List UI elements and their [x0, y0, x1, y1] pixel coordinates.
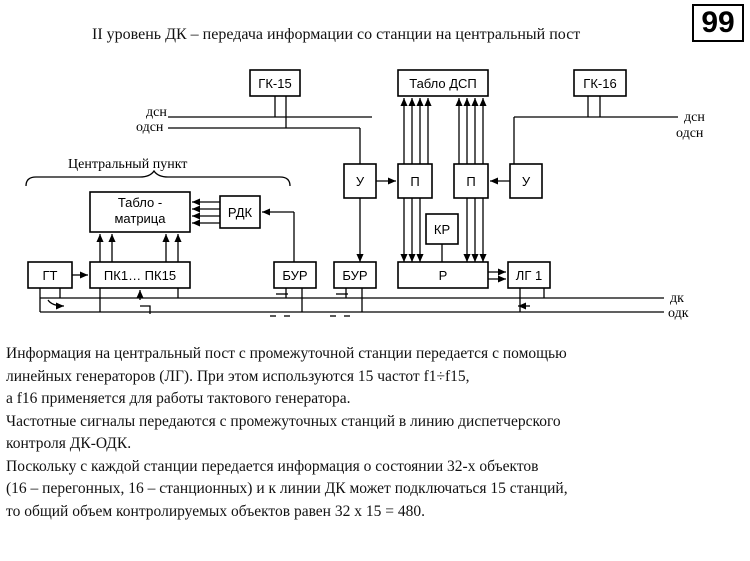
- rdk-label: РДК: [228, 205, 253, 220]
- tablo-matrix-line2: матрица: [114, 211, 166, 226]
- block-diagram: ГК-15 Табло ДСП ГК-16 дсн одсн дсн одсн …: [25, 69, 705, 321]
- paragraph-line: (16 – перегонных, 16 – станционных) и к …: [6, 480, 568, 497]
- central-point-bracket: [25, 169, 291, 187]
- dsn-left-label: дсн: [146, 105, 167, 120]
- page-number-badge: 99: [692, 4, 744, 42]
- gk15-block: [249, 69, 301, 97]
- gt-block: [27, 261, 73, 289]
- bur-left-block: [273, 261, 317, 289]
- paragraph-line: Поскольку с каждой станции передается ин…: [6, 457, 539, 475]
- bur-right-label: БУР: [342, 268, 367, 283]
- tablo-matrix-line1: Табло -: [118, 195, 162, 210]
- tablo-dsp-label: Табло ДСП: [409, 76, 477, 91]
- gt-label: ГТ: [43, 268, 58, 283]
- central-point-label: Центральный пункт: [68, 157, 187, 172]
- r-label: Р: [439, 268, 448, 283]
- paragraph-line: Информация на центральный пост с промежу…: [6, 345, 567, 362]
- bur-right-block: [333, 261, 377, 289]
- u-left-block: [343, 163, 377, 199]
- lg1-block: [507, 261, 551, 289]
- gk16-label: ГК-16: [583, 76, 616, 91]
- slide-title: II уровень ДК – передача информации со с…: [92, 26, 581, 43]
- dsn-right-label: дсн: [684, 110, 705, 125]
- odk-label: одк: [668, 306, 689, 321]
- paragraph-line: а f16 применяется для работы тактового г…: [6, 390, 351, 407]
- odsn-left-label: одсн: [136, 120, 164, 135]
- u-right-label: У: [522, 174, 531, 189]
- u-left-label: У: [356, 174, 365, 189]
- rdk-block: [219, 195, 261, 229]
- paragraph-line: Частотные сигналы передаются с промежуто…: [6, 412, 561, 430]
- p-right-label: П: [466, 174, 475, 189]
- paragraph-line: то общий объем контролируемых объектов р…: [6, 502, 425, 520]
- p-left-block: [397, 163, 433, 199]
- paragraph-line: линейных генераторов (ЛГ). При этом испо…: [6, 367, 470, 385]
- paragraph-line: контроля ДК-ОДК.: [6, 435, 132, 452]
- kr-label: КР: [434, 222, 450, 237]
- description-paragraph: Информация на центральный пост с промежу…: [6, 343, 746, 523]
- p-left-label: П: [410, 174, 419, 189]
- p-right-block: [453, 163, 489, 199]
- kr-block: [425, 213, 459, 245]
- pk-block: [89, 261, 191, 289]
- dk-label: дк: [670, 291, 684, 306]
- pk-label: ПК1… ПК15: [104, 268, 176, 283]
- u-right-block: [509, 163, 543, 199]
- gk15-label: ГК-15: [258, 76, 291, 91]
- tablo-dsp-block: [397, 69, 489, 97]
- r-block: [397, 261, 489, 289]
- bur-left-label: БУР: [282, 268, 307, 283]
- odsn-right-label: одсн: [676, 126, 704, 141]
- tablo-matrix-block: [89, 191, 191, 233]
- lg1-label: ЛГ 1: [516, 268, 542, 283]
